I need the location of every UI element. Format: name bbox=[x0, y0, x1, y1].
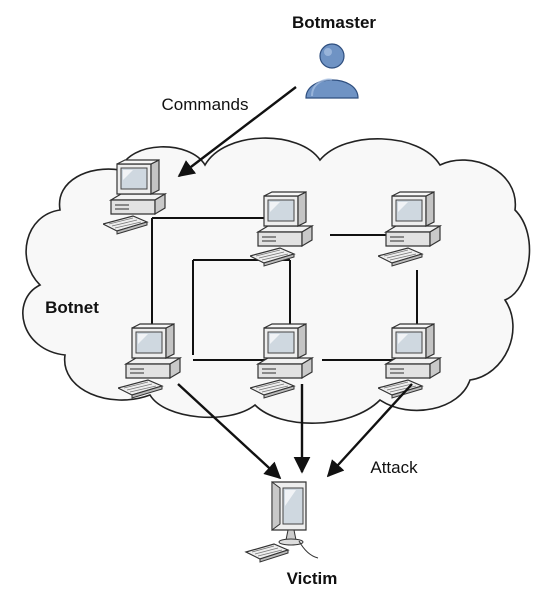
commands-arrow bbox=[177, 86, 297, 178]
attack-arrow-left bbox=[177, 383, 282, 480]
botnet-label: Botnet bbox=[45, 298, 99, 317]
commands-label: Commands bbox=[162, 95, 249, 114]
victim-computer-icon bbox=[245, 481, 319, 563]
botmaster-person-icon bbox=[305, 43, 359, 99]
botmaster-label: Botmaster bbox=[292, 13, 376, 32]
victim-label: Victim bbox=[287, 569, 338, 588]
attack-arrows bbox=[177, 383, 413, 480]
attack-arrow-right bbox=[326, 383, 413, 478]
attack-label: Attack bbox=[370, 458, 418, 477]
